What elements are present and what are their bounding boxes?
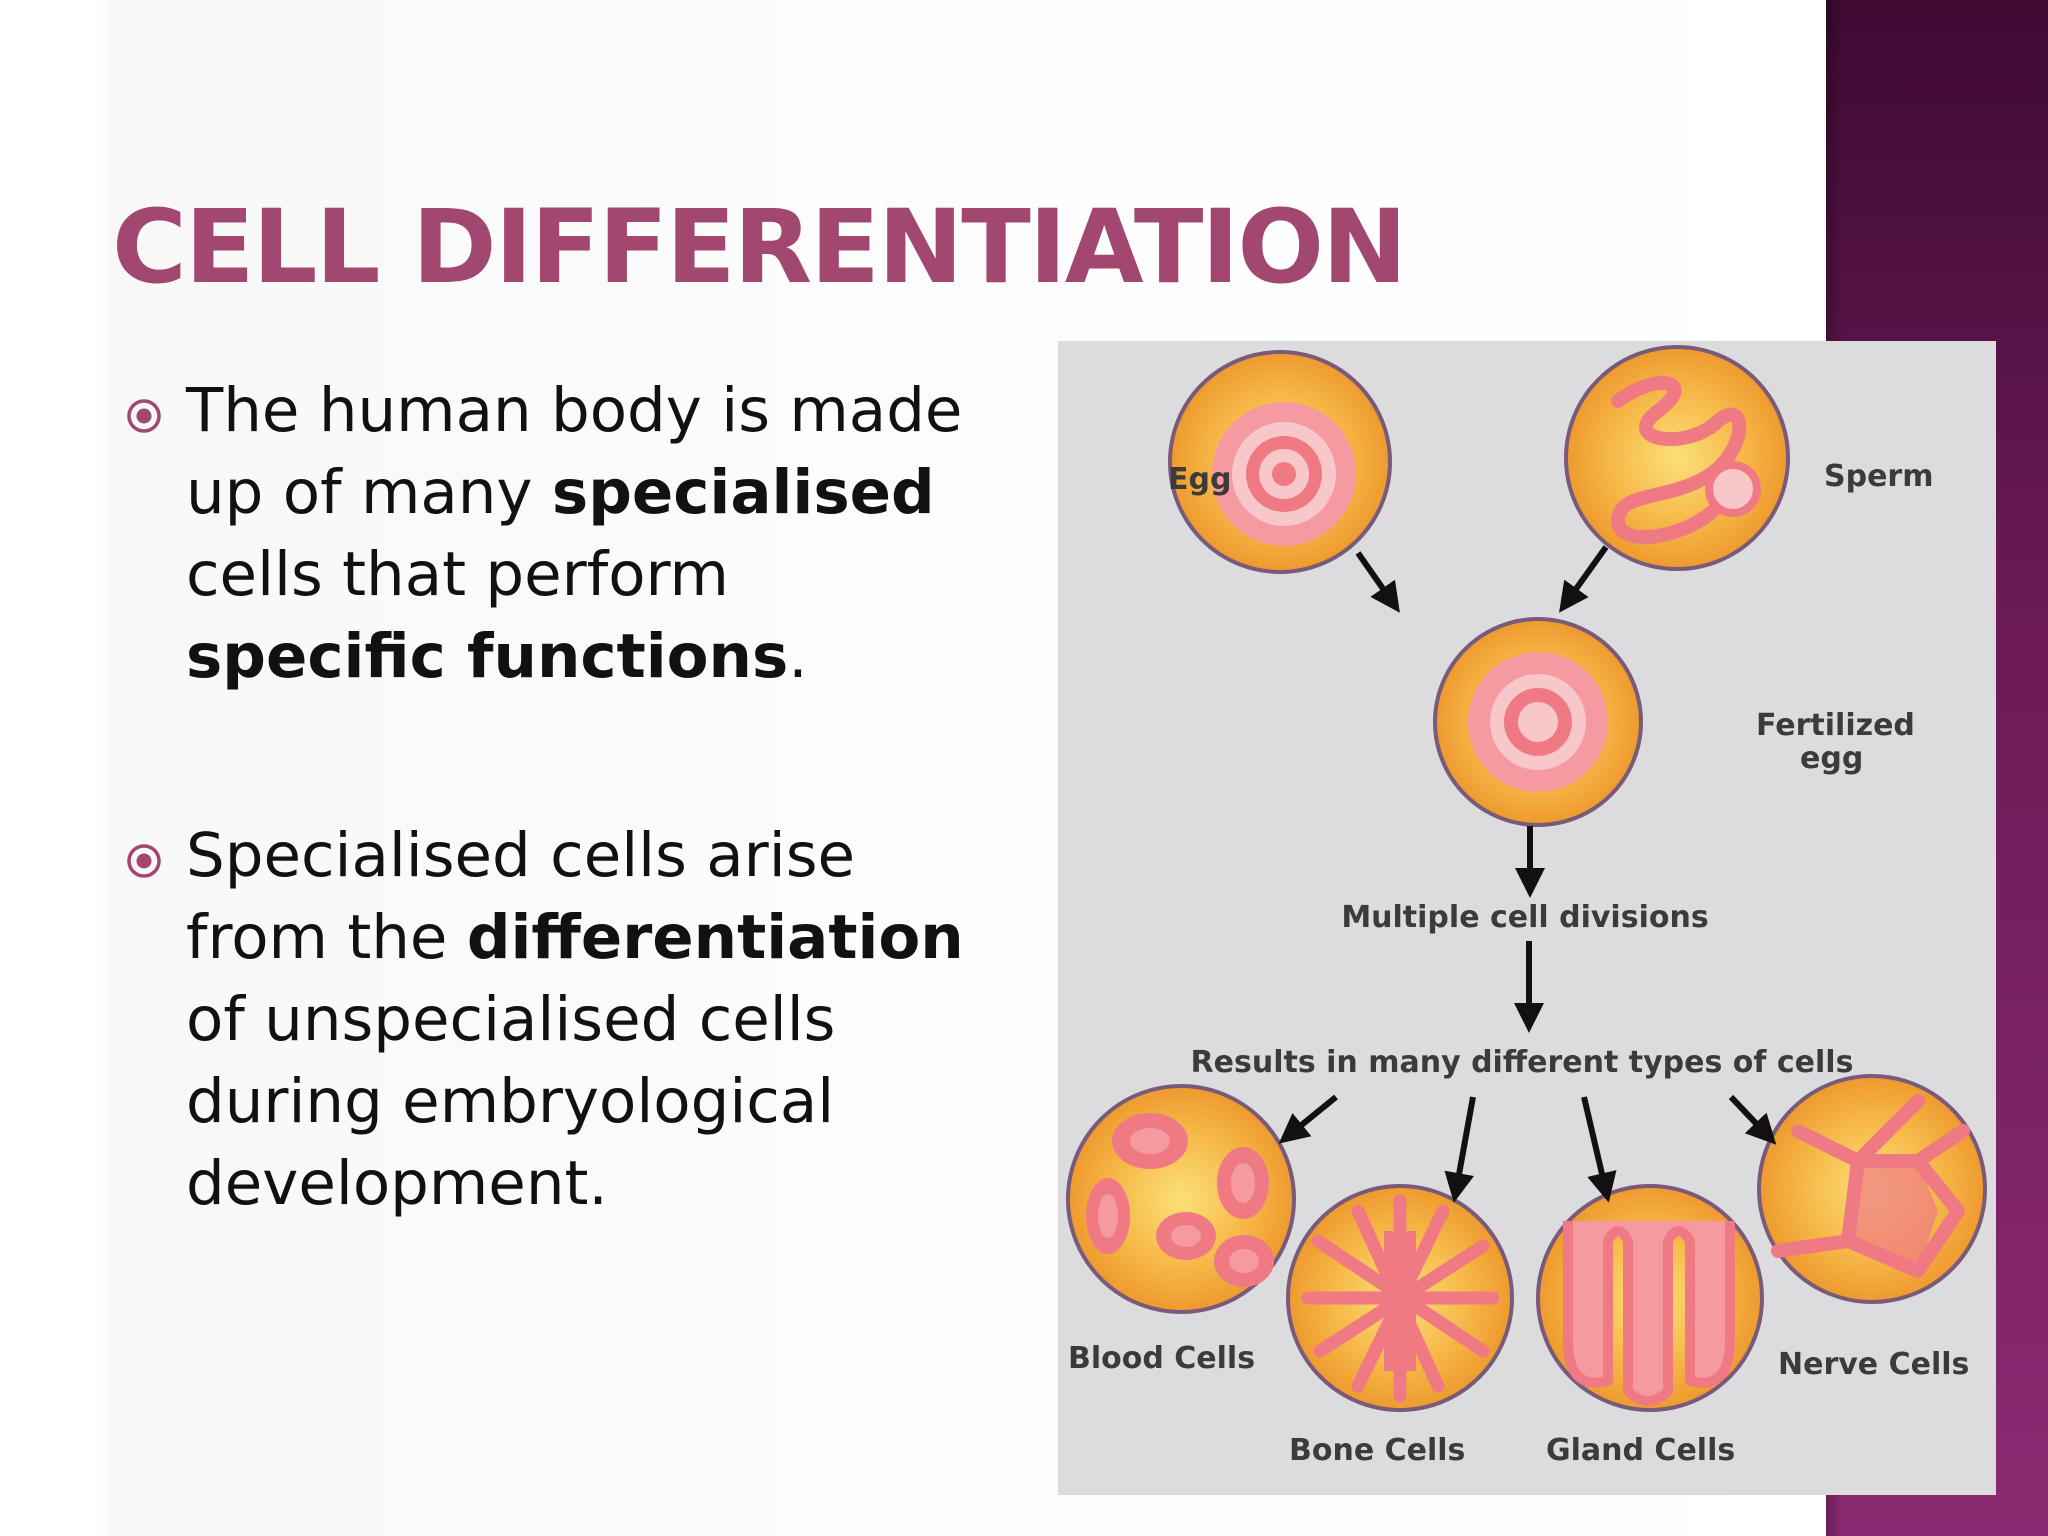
target-bullet-icon — [127, 844, 161, 878]
bullet-text: The human body is made up of many specia… — [186, 375, 962, 692]
arrow-to-nerve — [1728, 1094, 1777, 1145]
arrow-to-bone — [1444, 1096, 1476, 1203]
bone-cells — [1286, 1184, 1514, 1412]
bullet-text-part: of unspecialised cells during embryologi… — [186, 984, 836, 1219]
bullet-text-part: . — [788, 621, 808, 692]
cell-differentiation-diagram: Egg Sperm Fertilized egg Multiple cell d… — [1058, 341, 1996, 1495]
arrow-egg-to-fertilized — [1355, 551, 1400, 613]
fertilized-label-line2: egg — [1800, 741, 1863, 776]
bullet-text-bold: differentiation — [466, 902, 964, 973]
nerve-cells-label: Nerve Cells — [1778, 1347, 1969, 1382]
nerve-cells — [1757, 1074, 1987, 1304]
bullet-text: Specialised cells arise from the differe… — [186, 820, 964, 1219]
sperm-label: Sperm — [1824, 459, 1933, 494]
fertilized-label-line1: Fertilized — [1756, 708, 1915, 743]
divisions-label: Multiple cell divisions — [1341, 900, 1708, 935]
arrow-to-gland — [1581, 1096, 1617, 1203]
bullet-text-part: cells that perform — [186, 539, 729, 610]
sperm-cell — [1564, 345, 1790, 571]
target-bullet-icon — [127, 399, 161, 433]
bullet-item: Specialised cells arise from the differe… — [124, 815, 984, 1225]
bullet-item: The human body is made up of many specia… — [124, 370, 984, 698]
arrow-sperm-to-fertilized — [1559, 545, 1609, 613]
gland-cells-label: Gland Cells — [1546, 1433, 1735, 1468]
bone-cells-label: Bone Cells — [1289, 1433, 1465, 1468]
bullet-list: The human body is made up of many specia… — [124, 370, 984, 1225]
gland-cells — [1536, 1184, 1764, 1412]
bullet-text-part: Specialised cells arise from the — [186, 820, 856, 973]
bullet-text-bold: specific functions — [186, 621, 789, 692]
bullet-text-bold: specialised — [551, 457, 935, 528]
results-label: Results in many different types of cells — [1191, 1045, 1854, 1080]
bullet-text-part: The human body is made up of many — [186, 375, 963, 528]
blood-cells — [1066, 1084, 1296, 1314]
diagram-svg: Egg Sperm Fertilized egg Multiple cell d… — [1066, 345, 1987, 1468]
egg-label: Egg — [1168, 462, 1231, 497]
fertilized-egg-cell — [1433, 617, 1643, 827]
egg-cell — [1168, 350, 1392, 574]
arrow-to-blood — [1278, 1094, 1338, 1144]
slide-title: CELL DIFFERENTIATION — [112, 188, 1407, 307]
arrows — [1278, 545, 1777, 1203]
blood-cells-label: Blood Cells — [1068, 1341, 1255, 1376]
